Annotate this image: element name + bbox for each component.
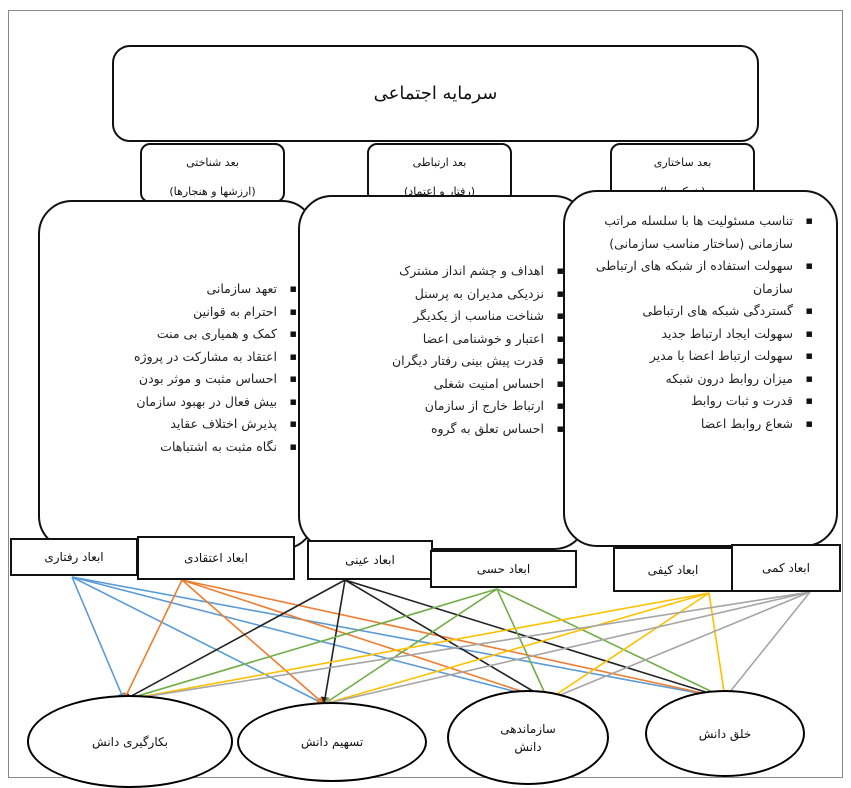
arrow-objective-to-outcome-2 — [344, 579, 549, 701]
outcome-knowledge-application: بکارگیری دانش — [27, 695, 233, 788]
outcome-knowledge-sharing: تسهیم دانش — [237, 702, 427, 782]
social-capital-title: سرمایه اجتماعی — [373, 83, 498, 104]
list-item: تعهد سازمانی — [44, 278, 299, 301]
list-item: کمک و همیاری بی منت — [44, 323, 299, 346]
arrow-qualitative-to-outcome-2 — [547, 592, 710, 701]
list-item: نزدیکی مدیران به پرسنل — [304, 283, 566, 306]
aspect-behavioral-label: ابعاد رفتاری — [44, 550, 104, 564]
arrow-belief-to-outcome-2 — [181, 579, 549, 702]
aspect-behavioral: ابعاد رفتاری — [10, 538, 138, 576]
arrow-qualitative-to-outcome-1 — [323, 592, 710, 706]
arrow-sensory-to-outcome-2 — [496, 588, 549, 701]
aspect-sensory: ابعاد حسی — [430, 550, 577, 588]
arrow-qualitative-to-outcome-3 — [708, 592, 728, 699]
arrow-sensory-to-outcome-3 — [496, 588, 726, 699]
aspect-qualitative: ابعاد کیفی — [613, 547, 733, 592]
arrow-behavioral-to-outcome-3 — [71, 576, 726, 701]
aspect-quantitative-label: ابعاد کمی — [762, 561, 810, 575]
aspect-sensory-label: ابعاد حسی — [476, 562, 531, 576]
aspect-belief: ابعاد اعتقادی — [137, 536, 295, 580]
outcome-knowledge-application-label: بکارگیری دانش — [92, 734, 168, 749]
list-item: سهولت ایجاد ارتباط جدید — [575, 323, 815, 346]
cognitive-dimension-sub: (ارزشها و هنجارها) — [169, 184, 256, 198]
list-item: ارتباط خارج از سازمان — [304, 395, 566, 418]
list-item: اعتبار و خوشنامی اعضا — [304, 328, 566, 351]
social-capital-title-box: سرمایه اجتماعی — [112, 45, 759, 142]
outcome-knowledge-creation: خلق دانش — [645, 690, 805, 777]
list-item: اعتقاد به مشارکت در پروژه — [44, 346, 299, 369]
list-item: احترام به قوانین — [44, 301, 299, 324]
aspect-objective: ابعاد عینی — [307, 540, 433, 580]
structural-dimension-label: بعد ساختاری — [653, 156, 712, 169]
structural-items-list: تناسب مسئولیت ها با سلسله مراتب سازمانی … — [575, 210, 815, 435]
list-item: نگاه مثبت به اشتباهات — [44, 436, 299, 459]
aspect-belief-label: ابعاد اعتقادی — [184, 551, 248, 565]
arrow-sensory-to-outcome-1 — [323, 588, 498, 705]
arrow-belief-to-outcome-0 — [123, 579, 183, 701]
arrow-quantitative-to-outcome-1 — [323, 591, 811, 707]
outcome-knowledge-organizing-label: سازماندهی دانش — [500, 721, 556, 754]
outcome-knowledge-creation-label: خلق دانش — [698, 726, 752, 741]
relational-dimension-sub: (رفتار و اعتماد) — [404, 184, 475, 198]
figure-frame — [8, 10, 843, 778]
outcome-knowledge-sharing-label: تسهیم دانش — [300, 735, 364, 749]
list-item: احساس تعلق به گروه — [304, 418, 566, 441]
list-item: قدرت پیش بینی رفتار دیگران — [304, 350, 566, 373]
list-item: اهداف و چشم انداز مشترک — [304, 260, 566, 283]
arrow-behavioral-to-outcome-2 — [71, 576, 549, 703]
relational-dimension-box: بعد ارتباطی (رفتار و اعتماد) — [367, 143, 512, 203]
arrow-quantitative-to-outcome-0 — [123, 591, 811, 703]
outcome-knowledge-organizing: سازماندهی دانش — [447, 690, 609, 785]
arrow-quantitative-to-outcome-3 — [724, 591, 811, 699]
list-item: سهولت ارتباط اعضا با مدیر — [575, 345, 815, 368]
list-item: پذیرش اختلاف عقاید — [44, 413, 299, 436]
aspect-quantitative: ابعاد کمی — [731, 544, 841, 592]
arrow-objective-to-outcome-1 — [321, 579, 346, 705]
relational-dimension-label: بعد ارتباطی — [412, 156, 467, 169]
list-item: احساس امنیت شغلی — [304, 373, 566, 396]
list-item: میزان روابط درون شبکه — [575, 368, 815, 391]
list-item: شناخت مناسب از یکدیگر — [304, 305, 566, 328]
list-item: گستردگی شبکه های ارتباطی — [575, 300, 815, 323]
aspect-qualitative-label: ابعاد کیفی — [647, 562, 699, 577]
list-item: بیش فعال در بهبود سازمان — [44, 391, 299, 414]
aspect-objective-label: ابعاد عینی — [345, 553, 395, 567]
list-item: شعاع روابط اعضا — [575, 413, 815, 436]
arrow-behavioral-to-outcome-0 — [71, 576, 125, 701]
list-item: احساس مثبت و موثر بودن — [44, 368, 299, 391]
arrow-objective-to-outcome-0 — [123, 579, 346, 701]
cognitive-items-list: تعهد سازمانی احترام به قوانین کمک و همیا… — [44, 278, 299, 458]
arrow-qualitative-to-outcome-0 — [123, 592, 710, 703]
relational-items-list: اهداف و چشم انداز مشترک نزدیکی مدیران به… — [304, 260, 566, 440]
list-item: سهولت استفاده از شبکه های ارتباطی سازمان — [575, 255, 815, 300]
cognitive-dimension-label: بعد شناختی — [186, 156, 239, 169]
arrow-belief-to-outcome-1 — [181, 579, 325, 705]
list-item: قدرت و ثبات روابط — [575, 390, 815, 413]
list-item: تناسب مسئولیت ها با سلسله مراتب سازمانی … — [575, 210, 815, 255]
arrow-quantitative-to-outcome-2 — [547, 591, 811, 702]
arrow-sensory-to-outcome-0 — [123, 588, 498, 702]
arrow-behavioral-to-outcome-1 — [71, 576, 325, 705]
arrow-objective-to-outcome-3 — [344, 579, 726, 700]
